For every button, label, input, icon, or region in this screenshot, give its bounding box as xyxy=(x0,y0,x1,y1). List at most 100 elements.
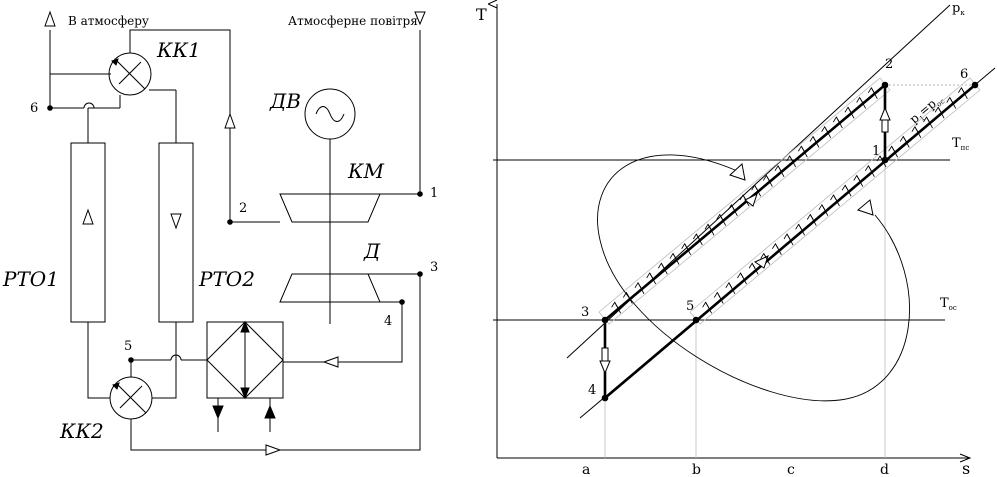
kk2-label: КК2 xyxy=(59,419,104,443)
node-3-dot xyxy=(417,271,423,277)
svg-text:Tпс: Tпс xyxy=(952,136,969,152)
point-5-label: 5 xyxy=(686,299,694,314)
lower-band xyxy=(689,77,981,325)
node-1-label: 1 xyxy=(430,186,438,201)
upper-band-hatch-arrowhead xyxy=(727,203,735,210)
cycle-3-2 xyxy=(604,84,886,321)
t-axis-label: T xyxy=(476,5,487,24)
upper-band-hatch-arrowhead xyxy=(716,213,724,220)
point-4 xyxy=(601,394,609,402)
atm-air-inlet-arrow-icon xyxy=(414,11,426,26)
lower-band-hatch-arrowhead xyxy=(702,301,709,308)
lower-band-hatch-arrowhead xyxy=(725,281,733,288)
lower-band-hatch-arrowhead xyxy=(783,233,791,240)
upper-band-arrows xyxy=(611,86,878,314)
d-label: Д xyxy=(363,239,381,263)
lower-band-hatch-arrowhead xyxy=(946,96,954,103)
s-tick-d: d xyxy=(880,462,889,477)
ts-diagram: T s a b c d Tпс Tос pк p1=pос xyxy=(476,1,996,477)
node-3-label: 3 xyxy=(430,260,438,275)
point-4-label: 4 xyxy=(588,383,596,398)
upper-band-hatch-arrowhead xyxy=(692,233,700,240)
process-arrow-1-2-icon xyxy=(879,106,891,121)
upper-band-hatch-arrowhead xyxy=(797,145,805,152)
upper-band-hatch-arrowhead xyxy=(611,301,619,308)
rto2-regenerator xyxy=(158,142,194,323)
return-flow-arrow-icon xyxy=(265,444,282,456)
upper-band-hatch-arrowhead xyxy=(809,135,817,142)
upper-band-hatch-arrowhead xyxy=(634,281,642,288)
upper-band-hatch-arrowhead xyxy=(867,86,875,93)
compressor-km xyxy=(279,193,381,223)
lower-band-hatch-arrowhead xyxy=(888,145,895,152)
heat-flow-loop xyxy=(597,154,910,402)
s-tick-b: b xyxy=(692,462,701,477)
lower-band-hatch-arrowhead xyxy=(958,86,965,93)
rto2-flow-arrow-icon xyxy=(170,213,182,230)
node-4-label: 4 xyxy=(384,314,392,329)
atmospheric-air-label: Атмосферне повітря xyxy=(288,14,418,28)
lower-band-hatch-arrowhead xyxy=(760,252,768,259)
node-4-dot xyxy=(399,299,405,305)
lower-band-hatch-arrowhead xyxy=(923,116,930,123)
lower-band-hatch-arrowhead xyxy=(806,213,814,220)
upper-band-hatch-arrowhead xyxy=(821,125,829,132)
lower-band-arrows xyxy=(702,86,968,314)
ac-icon xyxy=(315,106,345,122)
hx-inlet-arrow-icon xyxy=(322,356,339,368)
heat-flow-arrow-lower-icon xyxy=(856,199,874,216)
lower-band-hatch-arrowhead xyxy=(899,135,907,142)
upper-band-hatch-arrowhead xyxy=(681,242,689,249)
point-3 xyxy=(601,316,609,324)
lower-band-hatch-arrowhead xyxy=(841,184,849,191)
svg-text:pк: pк xyxy=(952,1,965,17)
heat-flow-arrow-upper-icon xyxy=(729,163,746,181)
coolant-in-arrow-icon xyxy=(264,404,276,419)
point-1-label: 1 xyxy=(872,144,880,159)
lower-band-hatch-arrowhead xyxy=(911,125,919,132)
upper-band-hatch-arrowhead xyxy=(669,252,677,259)
point-6-label: 6 xyxy=(960,67,968,82)
upper-band-hatch-arrowhead xyxy=(762,174,770,181)
dv-label: ДВ xyxy=(269,89,301,113)
upper-band-hatch-arrowhead xyxy=(774,164,782,171)
node-5-label: 5 xyxy=(124,339,132,354)
lower-band-hatch-arrowhead xyxy=(772,242,779,249)
node-1-dot xyxy=(417,191,423,197)
point-2 xyxy=(881,81,889,89)
rto1-regenerator xyxy=(70,142,106,323)
rto1-flow-arrow-icon xyxy=(82,208,94,225)
upper-band-hatch-arrowhead xyxy=(844,106,852,113)
to-atmosphere-label: В атмосферу xyxy=(68,14,149,28)
lower-band-hatch-arrowhead xyxy=(737,272,744,279)
lower-band-hatch-arrowhead xyxy=(865,164,872,171)
lower-band-hatch-arrowhead xyxy=(876,155,884,162)
node-6-label: 6 xyxy=(30,101,38,116)
upper-band-hatch-arrowhead xyxy=(786,155,794,162)
upper-band-hatch-arrowhead xyxy=(704,223,712,230)
svg-text:p1=pос: p1=pос xyxy=(907,91,946,128)
process-arrow-3-4-icon xyxy=(599,360,611,375)
rto2-label: РТО2 xyxy=(198,267,255,291)
point-5 xyxy=(692,316,700,324)
lower-band-hatch-arrowhead xyxy=(818,203,826,210)
node-2-dot xyxy=(227,219,233,225)
lower-band-hatch-arrowhead xyxy=(795,223,802,230)
upper-band-hatch-arrowhead xyxy=(832,116,840,123)
s-axis-label: s xyxy=(962,459,970,477)
lower-band-hatch-arrowhead xyxy=(713,291,721,298)
upper-band-hatch-arrowhead xyxy=(751,184,759,191)
to-atmosphere-arrow-icon xyxy=(44,10,56,27)
s-tick-c: c xyxy=(787,462,795,477)
lower-band-hatch-arrowhead xyxy=(830,194,837,201)
lower-band-hatch-arrowhead xyxy=(934,106,942,113)
rto1-label: РТО1 xyxy=(2,267,59,291)
upper-band-hatch-arrowhead xyxy=(646,272,654,279)
svg-text:Tос: Tос xyxy=(940,296,957,312)
upper-band-hatch-arrowhead xyxy=(856,96,864,103)
schematic: В атмосферу 6 КК1 РТО1 РТО2 xyxy=(2,10,438,456)
point-6 xyxy=(971,81,979,89)
node-2-label: 2 xyxy=(239,201,247,216)
lower-band-hatch-arrowhead xyxy=(748,262,756,269)
s-tick-a: a xyxy=(582,462,590,477)
